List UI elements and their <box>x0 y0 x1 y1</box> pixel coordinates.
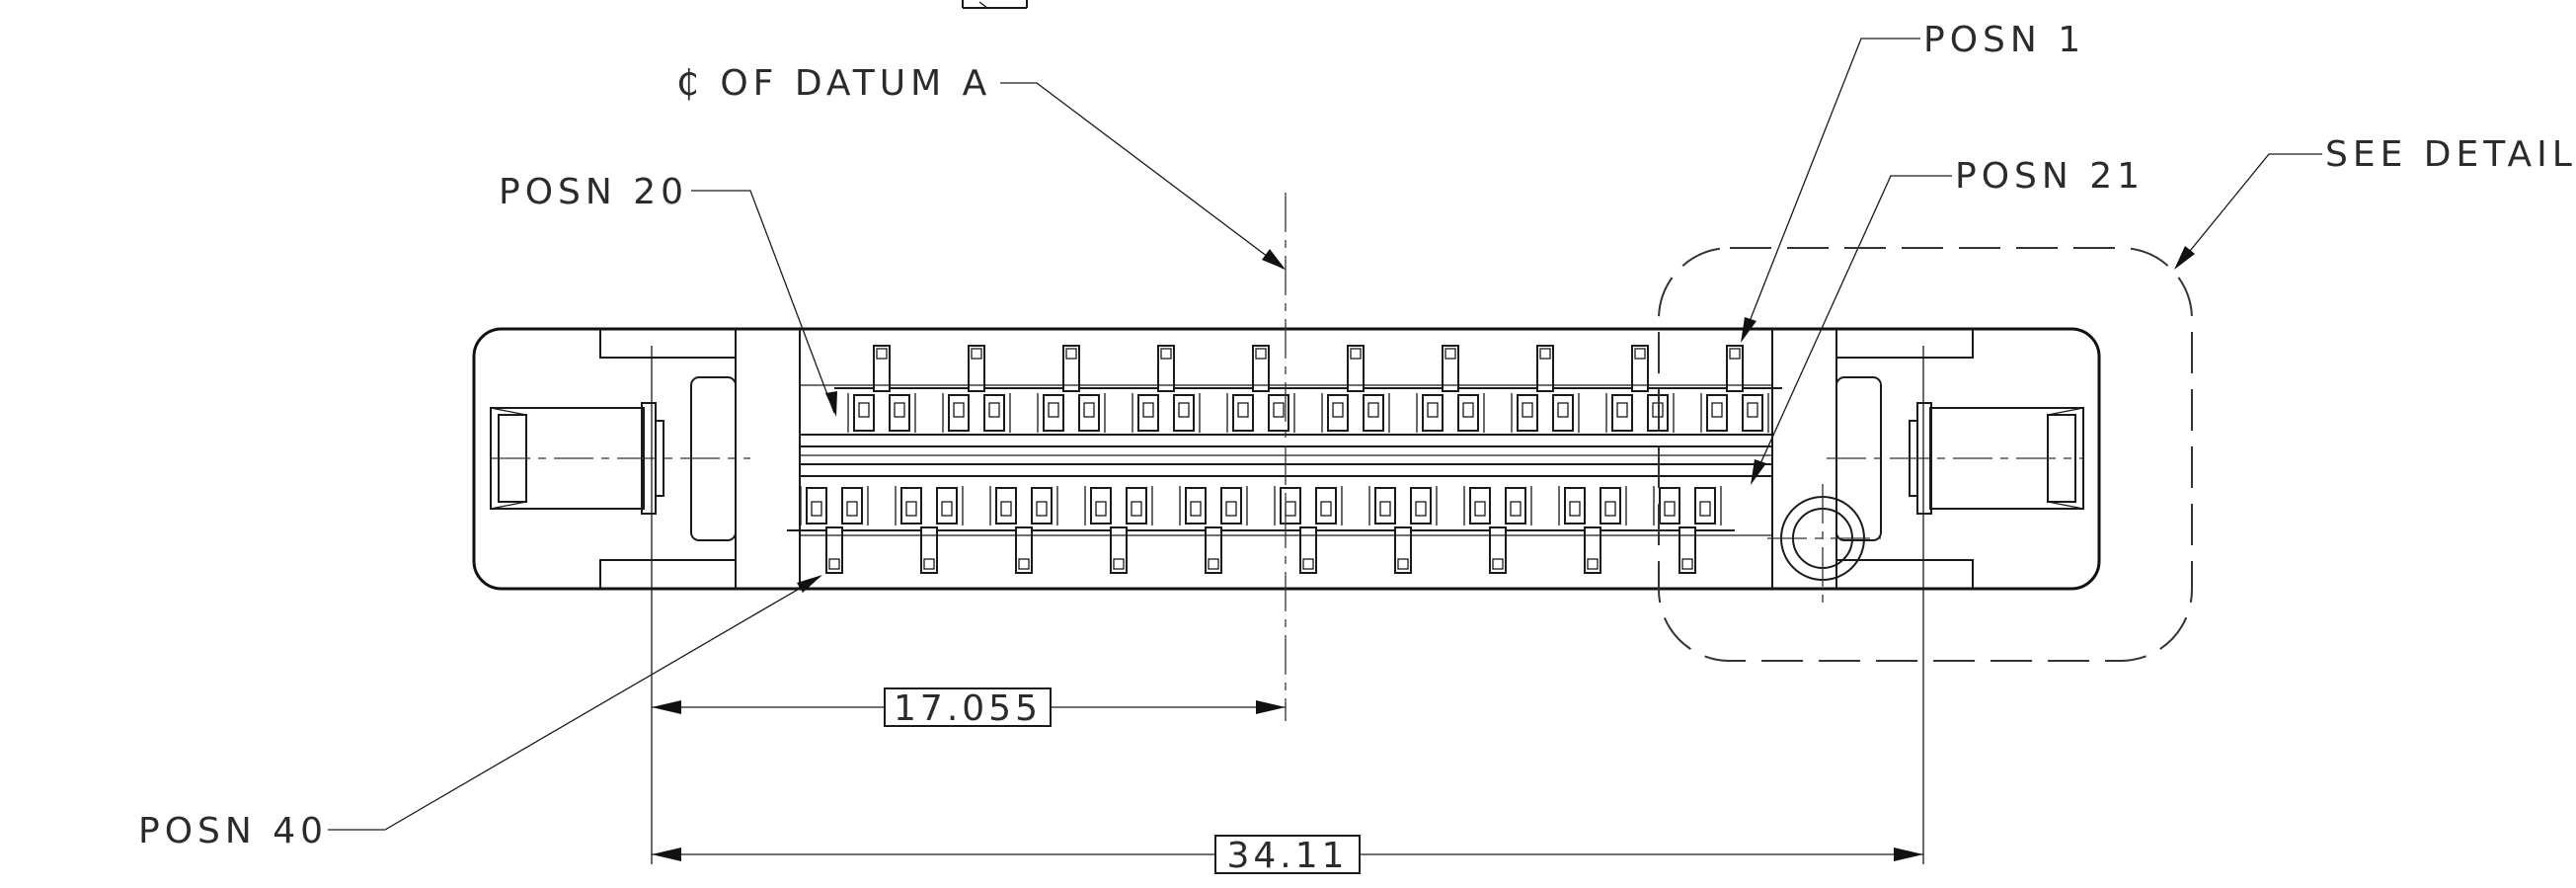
leader-posn-20: POSN 20 <box>499 172 837 417</box>
bottom-contact <box>1071 486 1166 574</box>
label-posn-1: POSN 1 <box>1923 20 2085 60</box>
top-contact <box>1403 345 1498 433</box>
dimension-overall-pitch: 34.11 <box>652 835 1923 876</box>
dimension-half-pitch: 17.055 <box>652 687 1286 729</box>
detail-boundary <box>1658 247 2193 662</box>
leader-posn-40: POSN 40 <box>138 575 822 851</box>
dimension-half-pitch-value: 17.055 <box>894 688 1042 729</box>
top-contact <box>1024 345 1119 433</box>
extension-lines <box>651 193 1924 864</box>
top-contact <box>1593 345 1687 433</box>
polarizing-boss <box>1767 484 1881 603</box>
top-contact <box>1687 345 1782 433</box>
top-contact <box>1498 345 1593 433</box>
dimension-overall-pitch-value: 34.11 <box>1226 836 1348 876</box>
label-see-detail: SEE DETAIL <box>2325 134 2576 175</box>
bottom-contact <box>787 486 882 574</box>
bottom-contact <box>1640 486 1735 574</box>
top-contact <box>929 345 1024 433</box>
leader-posn-1: POSN 1 <box>1741 20 2085 343</box>
top-contact <box>834 345 929 433</box>
leader-datum-a: ₵ OF DATUM A <box>676 63 1286 270</box>
top-contact <box>1308 345 1403 433</box>
bottom-contact <box>1450 486 1545 574</box>
right-peg <box>1827 402 2084 515</box>
left-peg <box>490 402 750 515</box>
top-contact <box>1213 345 1308 433</box>
top-contact <box>1119 345 1213 433</box>
label-posn-21: POSN 21 <box>1955 156 2145 197</box>
leader-see-detail: SEE DETAIL <box>1658 134 2576 662</box>
label-posn-20: POSN 20 <box>499 172 688 212</box>
bottom-contact <box>1545 486 1640 574</box>
bottom-contact-row <box>787 486 1735 574</box>
datum-flag-fragment <box>962 0 1028 9</box>
bottom-contact <box>1261 486 1356 574</box>
bottom-contact <box>976 486 1071 574</box>
label-datum-a: ₵ OF DATUM A <box>676 63 991 104</box>
bottom-contact <box>882 486 976 574</box>
bottom-contact <box>1356 486 1450 574</box>
bottom-contact <box>1166 486 1261 574</box>
top-contact-row <box>834 345 1782 433</box>
leader-posn-21: POSN 21 <box>1751 156 2145 485</box>
label-posn-40: POSN 40 <box>138 811 328 851</box>
